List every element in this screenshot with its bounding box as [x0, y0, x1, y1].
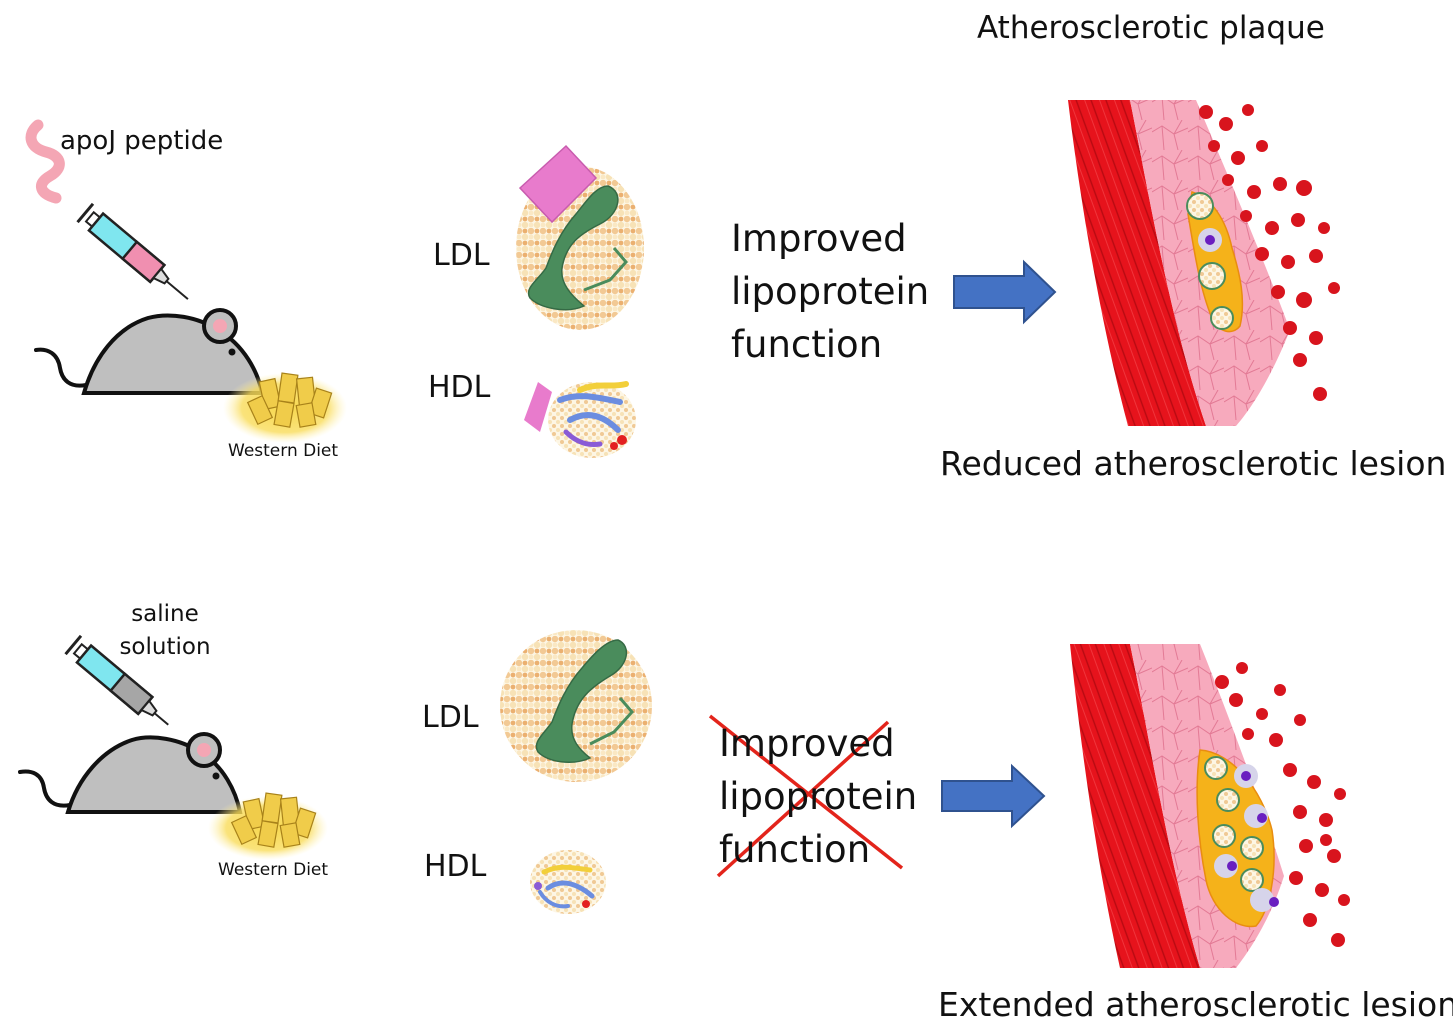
western-diet-treated-label: Western Diet — [228, 441, 339, 461]
hdl-particle-control — [530, 850, 606, 914]
ldl-control-label: LDL — [422, 700, 479, 735]
effect-treated-text: Improved lipoprotein function — [731, 212, 929, 371]
effect-control-line-3: function — [719, 828, 871, 871]
effect-control-line-2: lipoprotein — [719, 775, 918, 818]
western-diet-treated-icon — [223, 372, 347, 443]
arrow-right-treated-icon — [953, 259, 1057, 325]
apob-protein-icon — [527, 185, 619, 311]
syringe-treated-icon — [76, 202, 189, 300]
hdl-control-label: HDL — [424, 849, 487, 884]
saline-solution-label: saline solution — [105, 598, 225, 664]
effect-treated-line-2: lipoprotein — [731, 270, 930, 313]
outcome-control-label: Extended atherosclerotic lesion — [938, 985, 1453, 1024]
ldl-particle-control — [500, 630, 652, 782]
mouse-treated-icon — [34, 308, 265, 395]
western-diet-control-icon — [208, 792, 328, 860]
ldl-particle-treated — [516, 144, 644, 330]
syringe-control-icon — [64, 634, 169, 726]
mouse-control-icon — [18, 732, 243, 814]
peptide-squiggle-icon — [25, 119, 65, 204]
arrow-right-control-icon — [941, 763, 1046, 829]
ldl-treated-label: LDL — [433, 238, 490, 273]
hdl-treated-label: HDL — [428, 370, 491, 405]
effect-control-line-1: Improved — [719, 722, 895, 765]
saline-line-1: saline — [131, 601, 199, 627]
apob-protein-icon — [535, 639, 628, 764]
apoj-peptide-label: apoJ peptide — [60, 126, 224, 156]
hdl-particle-treated — [524, 381, 636, 458]
effect-treated-line-1: Improved — [731, 217, 907, 260]
western-diet-control-label: Western Diet — [218, 860, 329, 880]
plaque-title: Atherosclerotic plaque — [977, 10, 1325, 46]
plaque-treated-illustration — [1068, 100, 1340, 426]
effect-treated-line-3: function — [731, 323, 883, 366]
cross-out-mark-icon — [708, 714, 904, 878]
effect-control-text: Improved lipoprotein function — [719, 717, 917, 876]
plaque-control-illustration — [1070, 644, 1350, 968]
outcome-treated-label: Reduced atherosclerotic lesion — [940, 444, 1447, 483]
saline-line-2: solution — [119, 634, 211, 660]
